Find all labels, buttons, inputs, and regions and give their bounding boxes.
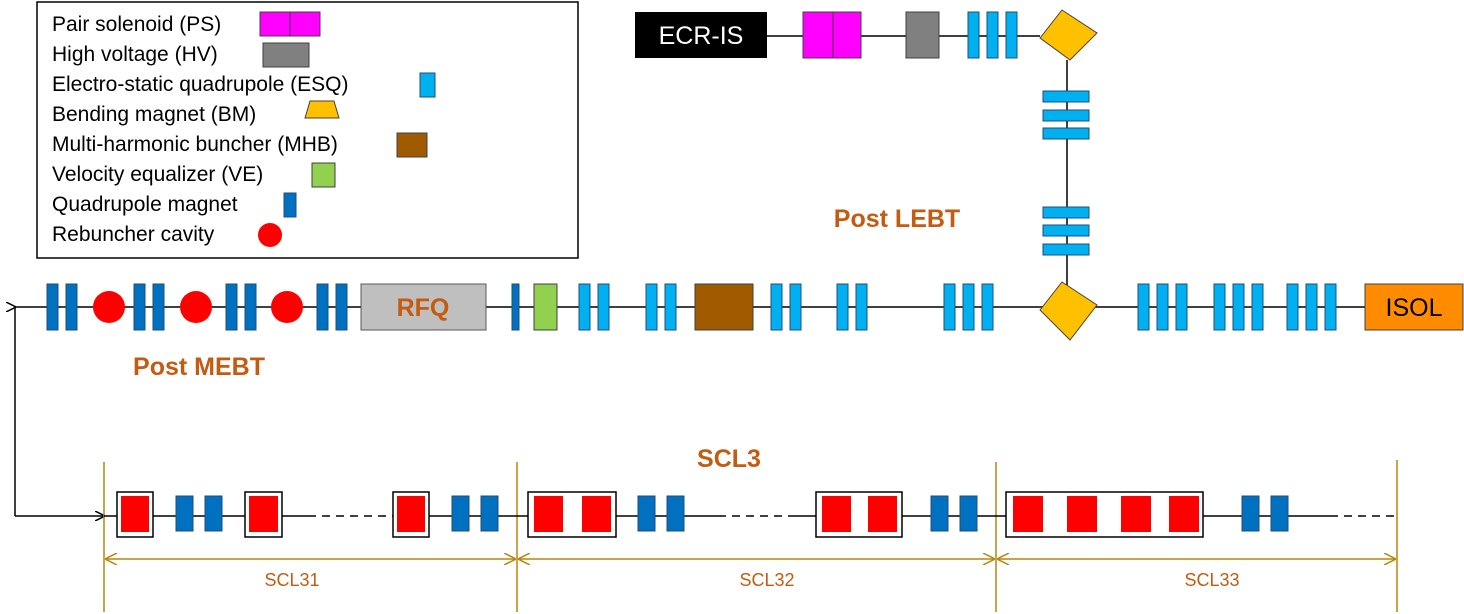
scl32-elements (527, 491, 978, 538)
post-lebt-upper: ECR-IS Post LEBT (635, 9, 1098, 285)
esq-triplet-vertical-2 (1042, 206, 1090, 256)
high-voltage-platform (905, 11, 940, 59)
esq-group-mid (770, 283, 994, 331)
velocity-equalizer (533, 283, 558, 331)
bending-magnet-icon (304, 100, 340, 119)
esq-group-left (578, 283, 677, 331)
mhb-icon (396, 132, 428, 158)
multi-harmonic-buncher (694, 283, 754, 331)
rebuncher-cavity-icon (258, 223, 282, 247)
legend-label-pair-solenoid: Pair solenoid (PS) (52, 13, 221, 36)
quadrupole-magnet-single (511, 283, 520, 331)
rfq: RFQ (360, 283, 487, 331)
legend-box (36, 1, 579, 259)
isol-source: ISOL (1364, 283, 1464, 331)
scl33-label: SCL33 (1184, 570, 1239, 590)
isol-label: ISOL (1386, 294, 1443, 322)
pair-solenoid-icon (259, 11, 321, 37)
esq-triplet-upper (967, 11, 1018, 59)
legend-label-bending-magnet: Bending magnet (BM) (52, 103, 256, 126)
legend-label-velocity-equalizer: Velocity equalizer (VE) (52, 163, 263, 186)
ecr-is-label: ECR-IS (659, 22, 744, 50)
scl31-label: SCL31 (264, 570, 319, 590)
esq-triplet-vertical-1 (1042, 90, 1090, 140)
quadrupole-magnet-icon (283, 192, 297, 218)
post-mebt-elements (46, 283, 348, 331)
esq-icon (419, 72, 436, 98)
post-mebt-label: Post MEBT (133, 353, 265, 381)
legend-label-rebuncher-cavity: Rebuncher cavity (52, 223, 215, 246)
post-lebt-label: Post LEBT (834, 205, 960, 233)
pair-solenoid (802, 11, 862, 59)
velocity-equalizer-icon (311, 162, 336, 188)
legend-label-esq: Electro-static quadrupole (ESQ) (52, 73, 348, 96)
scl33-elements (1005, 491, 1289, 538)
bending-magnet-upper (1039, 9, 1098, 61)
bending-magnet-lower (1039, 281, 1098, 341)
legend: Pair solenoid (PS) High voltage (HV) Ele… (36, 1, 579, 259)
scl31-elements (116, 491, 499, 538)
main-beamline: ISOL (15, 281, 1464, 516)
rfq-label: RFQ (397, 294, 450, 322)
scl3: SCL3 (103, 445, 1398, 612)
high-voltage-icon (262, 42, 310, 68)
ecr-is-source: ECR-IS (635, 12, 767, 58)
legend-label-quadrupole-magnet: Quadrupole magnet (52, 193, 238, 216)
esq-group-right (1137, 283, 1337, 331)
scl3-label: SCL3 (697, 445, 761, 473)
scl32-label: SCL32 (739, 570, 794, 590)
legend-label-high-voltage: High voltage (HV) (52, 43, 218, 66)
legend-label-mhb: Multi-harmonic buncher (MHB) (52, 133, 338, 156)
